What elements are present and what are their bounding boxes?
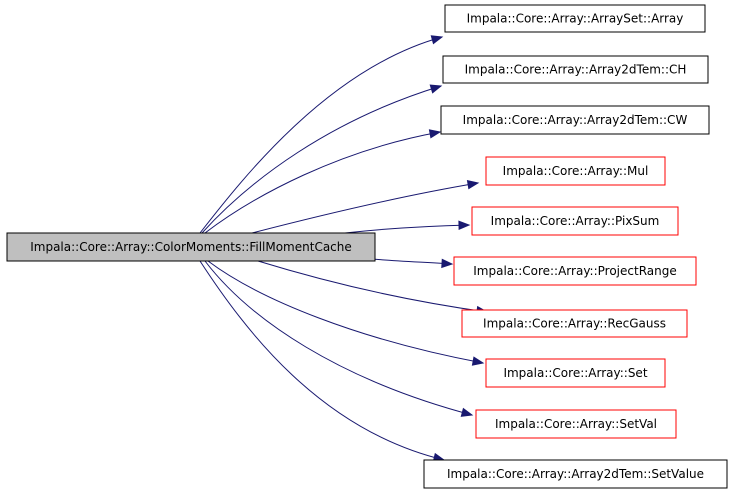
callee-node-box xyxy=(485,358,666,388)
callee-node-label: Impala::Core::Array::ProjectRange xyxy=(473,264,676,278)
callee-node-box xyxy=(440,105,710,135)
callee-node[interactable]: Impala::Core::Array::Array2dTem::SetValu… xyxy=(423,459,728,489)
root-node-label: Impala::Core::Array::ColorMoments::FillM… xyxy=(30,240,352,254)
root-node-box xyxy=(6,232,376,262)
callee-node[interactable]: Impala::Core::Array::ArraySet::Array xyxy=(444,4,706,33)
callee-node-label: Impala::Core::Array::Array2dTem::CH xyxy=(465,63,687,77)
arrowhead xyxy=(471,356,485,366)
arrowhead xyxy=(460,407,474,417)
call-edge xyxy=(251,182,479,234)
arrowhead xyxy=(428,129,442,139)
callee-node-label: Impala::Core::Array::Set xyxy=(503,366,647,380)
call-edge xyxy=(257,260,488,313)
callee-node-label: Impala::Core::Array::Mul xyxy=(503,164,649,178)
callee-node-box xyxy=(461,309,688,338)
callee-node-label: Impala::Core::Array::Array2dTem::SetValu… xyxy=(447,467,704,481)
call-edge xyxy=(344,224,470,234)
callee-node[interactable]: Impala::Core::Array::PixSum xyxy=(471,206,679,236)
arrowhead xyxy=(458,220,471,231)
callee-node-box xyxy=(475,409,677,439)
callee-node-box xyxy=(471,206,679,236)
call-edge xyxy=(371,258,453,265)
root-node: Impala::Core::Array::ColorMoments::FillM… xyxy=(6,232,376,262)
call-edges xyxy=(199,35,489,463)
callee-node-box xyxy=(485,156,666,186)
callee-node-box xyxy=(442,55,709,84)
call-edge xyxy=(199,260,445,461)
callee-node[interactable]: Impala::Core::Array::Array2dTem::CW xyxy=(440,105,710,135)
arrowhead xyxy=(441,258,454,269)
callee-node-box xyxy=(453,256,697,286)
call-edge xyxy=(204,131,441,234)
arrowhead xyxy=(430,35,444,45)
callee-node-box xyxy=(423,459,728,489)
callee-node[interactable]: Impala::Core::Array::Set xyxy=(485,358,666,388)
arrowhead xyxy=(429,84,443,94)
callee-node-label: Impala::Core::Array::Array2dTem::CW xyxy=(463,113,688,127)
callee-node-label: Impala::Core::Array::SetVal xyxy=(495,417,657,431)
callee-node[interactable]: Impala::Core::Array::Array2dTem::CH xyxy=(442,55,709,84)
callee-node[interactable]: Impala::Core::Array::RecGauss xyxy=(461,309,688,338)
callee-node[interactable]: Impala::Core::Array::SetVal xyxy=(475,409,677,439)
callee-node[interactable]: Impala::Core::Array::ProjectRange xyxy=(453,256,697,286)
call-nodes: Impala::Core::Array::ColorMoments::FillM… xyxy=(6,4,728,489)
callee-node[interactable]: Impala::Core::Array::Mul xyxy=(485,156,666,186)
call-edge xyxy=(207,260,484,364)
callee-node-box xyxy=(444,4,706,33)
callee-node-label: Impala::Core::Array::PixSum xyxy=(491,214,660,228)
call-edge xyxy=(199,36,443,234)
callee-node-label: Impala::Core::Array::ArraySet::Array xyxy=(467,12,684,26)
call-edge xyxy=(204,260,473,416)
call-edge xyxy=(201,85,442,234)
callee-node-label: Impala::Core::Array::RecGauss xyxy=(483,317,666,331)
arrowhead xyxy=(466,180,480,190)
